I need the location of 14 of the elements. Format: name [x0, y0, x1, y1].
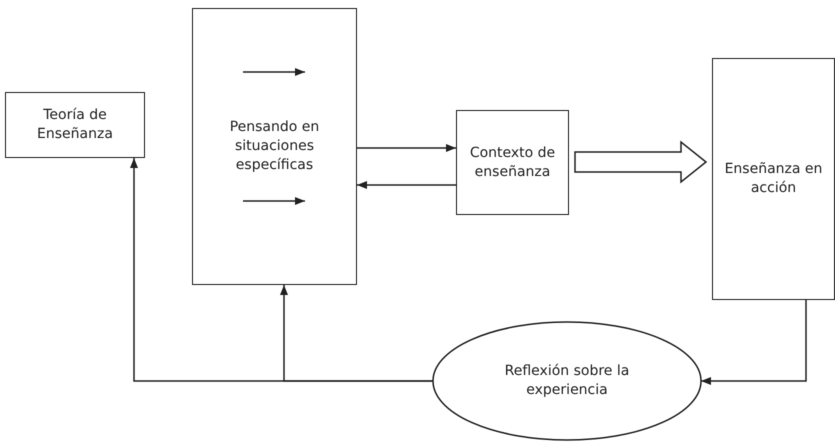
- arrow: [357, 181, 456, 189]
- node-label: Teoría de Enseñanza: [36, 106, 114, 144]
- process-box: [5, 92, 145, 158]
- process-box: [712, 58, 835, 300]
- arrow: [280, 285, 433, 382]
- node-label: Reflexión sobre la experiencia: [504, 362, 630, 400]
- arrow: [357, 144, 456, 152]
- node-label: Pensando en situaciones específicas: [228, 118, 320, 175]
- process-box: [192, 8, 357, 285]
- node-label: Enseñanza en acción: [724, 160, 824, 198]
- arrow: [701, 300, 807, 385]
- process-box: [456, 110, 569, 215]
- node-label: Contexto de enseñanza: [468, 144, 556, 182]
- block-arrow: [574, 140, 708, 184]
